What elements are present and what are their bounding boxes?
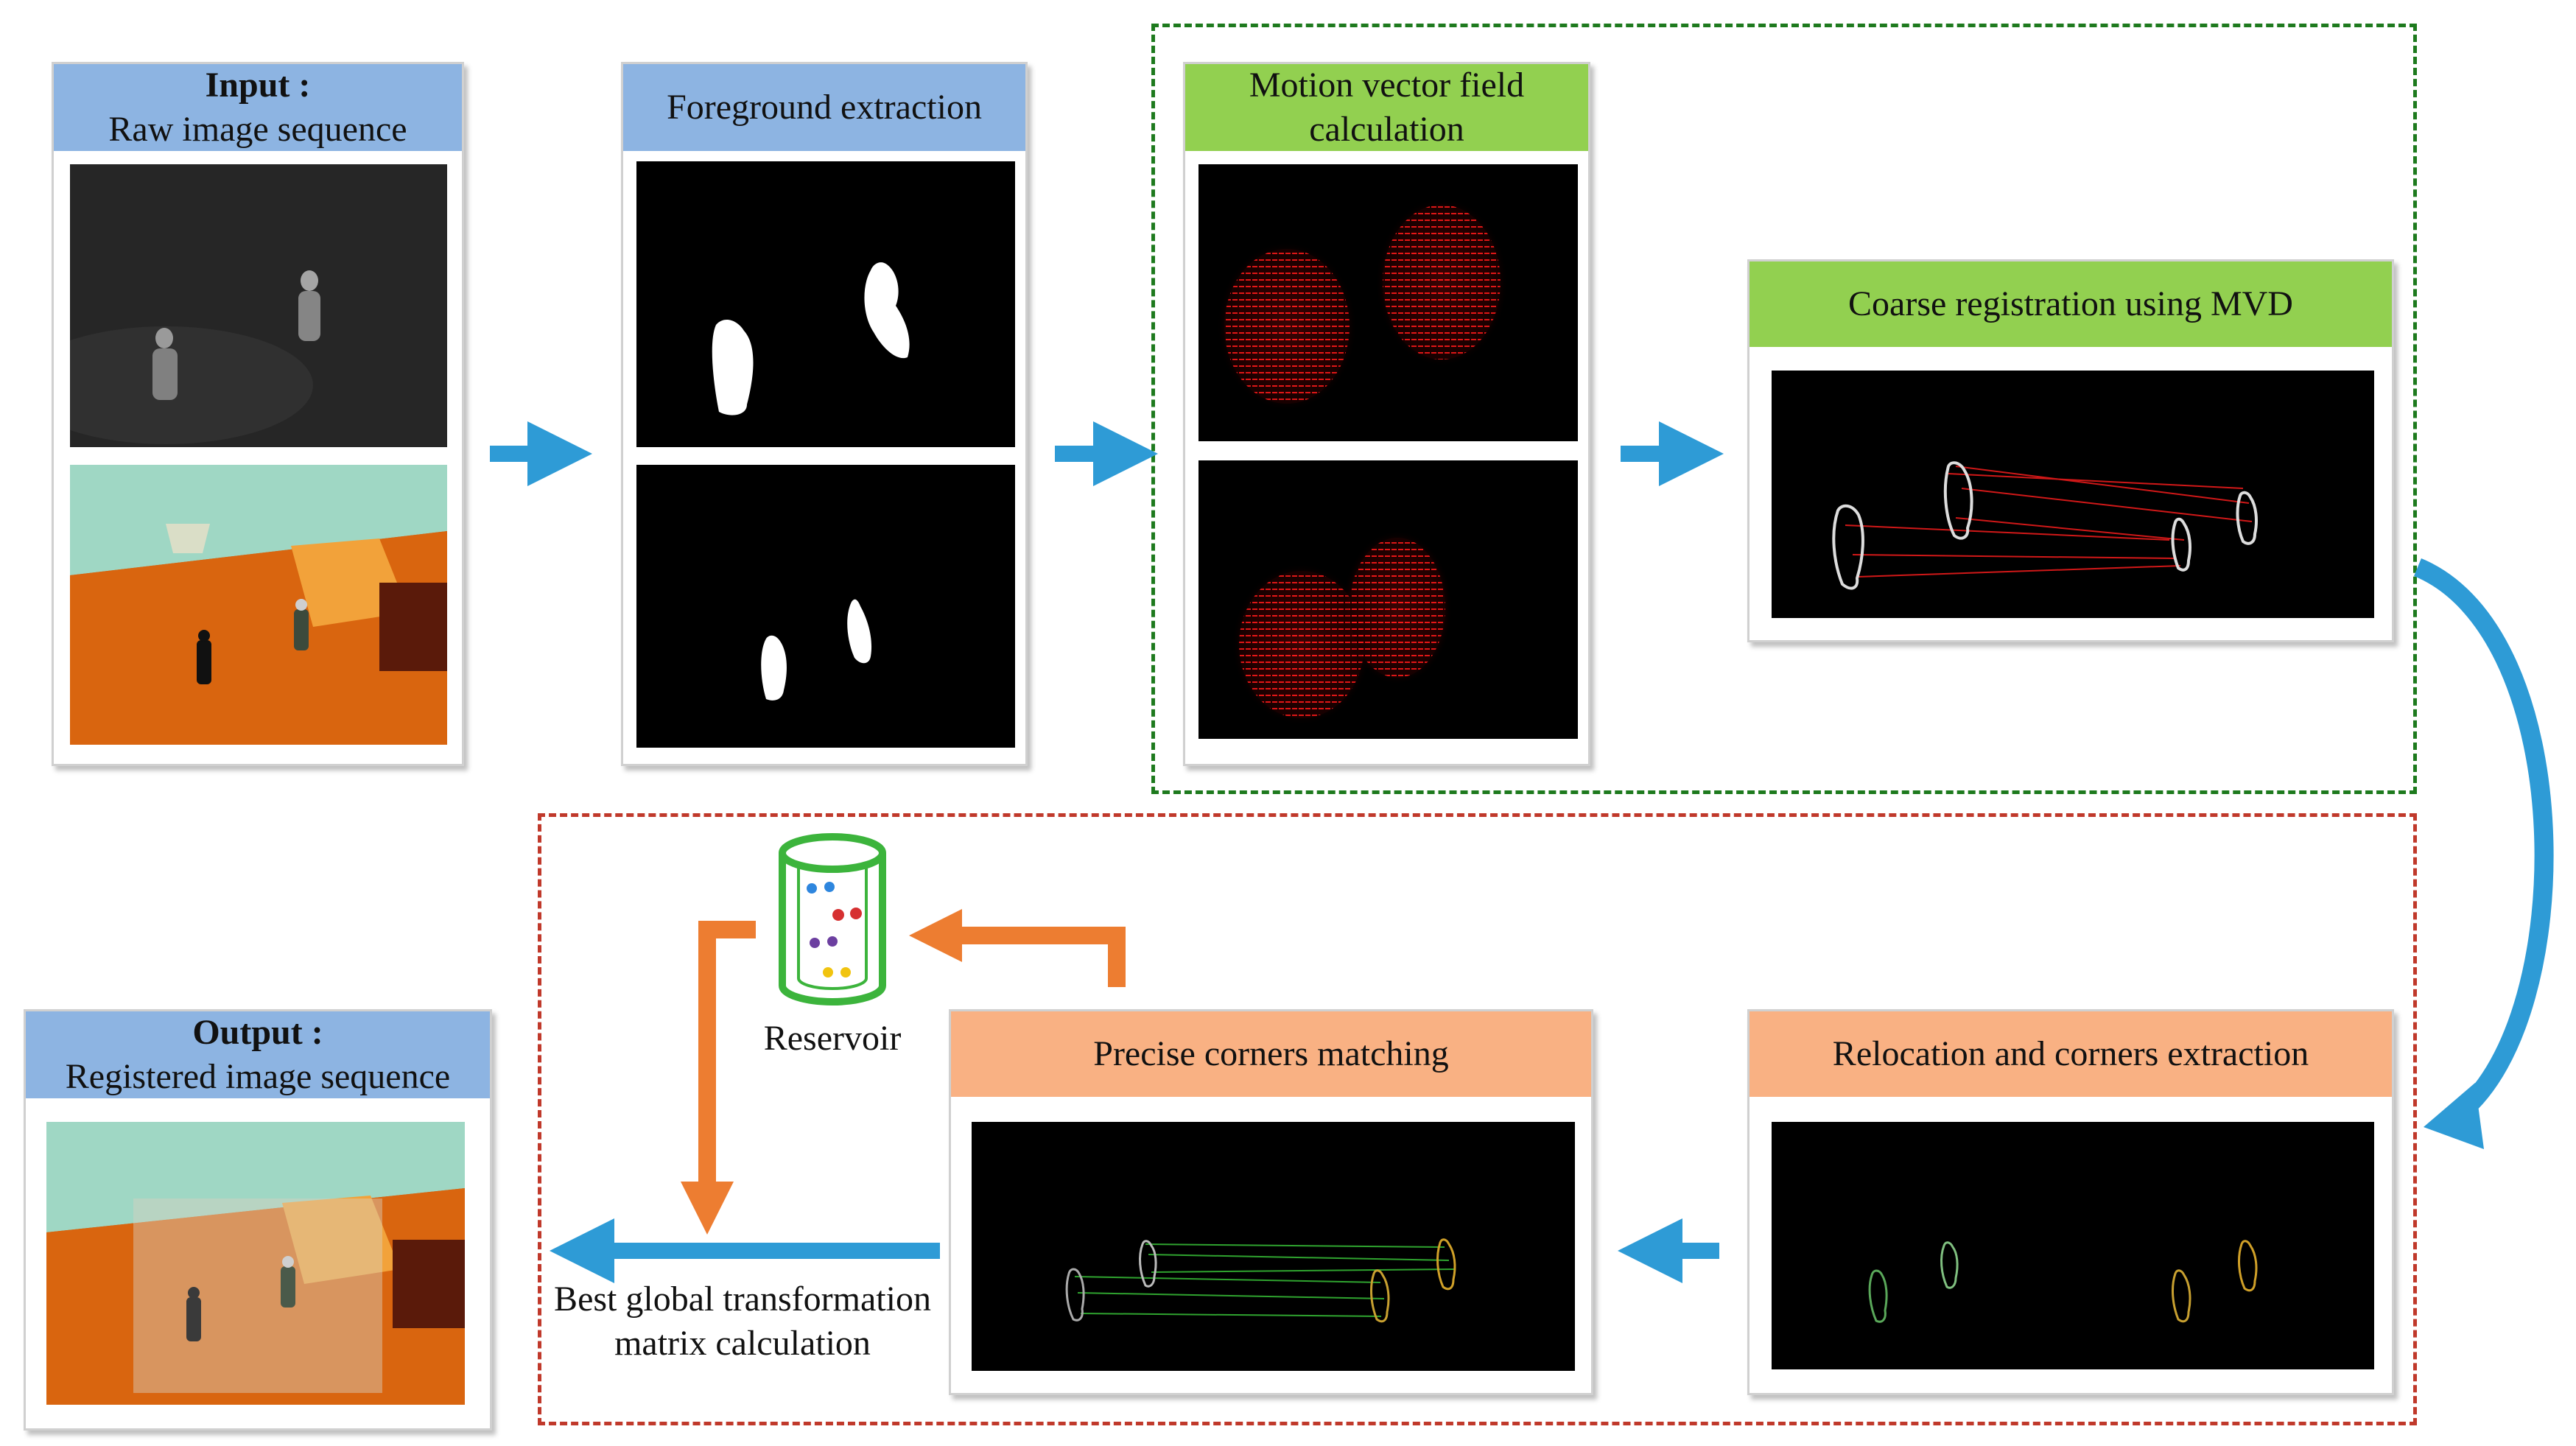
precise-header: Precise corners matching <box>951 1011 1591 1097</box>
input-title: Input : <box>205 66 311 105</box>
best-transform-line2: matrix calculation <box>614 1324 871 1363</box>
motion-stage-region <box>1151 24 2417 794</box>
relocation-header: Relocation and corners extraction <box>1749 1011 2392 1097</box>
registered-output-image <box>46 1122 465 1405</box>
relocation-panel: Relocation and corners extraction <box>1747 1009 2394 1395</box>
motion-field-top <box>1198 164 1578 441</box>
input-panel: Input : Raw image sequence <box>52 62 464 766</box>
reservoir-label: Reservoir <box>763 1019 902 1058</box>
foreground-title: Foreground extraction <box>667 88 982 127</box>
coarse-header: Coarse registration using MVD <box>1749 262 2392 347</box>
foreground-header: Foreground extraction <box>623 64 1025 151</box>
precise-panel: Precise corners matching <box>949 1009 1593 1395</box>
orange-arrow-precise-to-reservoir <box>909 909 1126 987</box>
output-panel: Output : Registered image sequence <box>24 1009 492 1431</box>
motion-header: Motion vector field calculation <box>1185 64 1588 151</box>
foreground-mask-bottom <box>636 465 1015 748</box>
input-subtitle: Raw image sequence <box>108 110 407 149</box>
curved-arrow-coarse-to-relocation <box>2413 558 2554 1149</box>
relocation-image <box>1772 1122 2374 1369</box>
output-title: Output : <box>192 1013 323 1052</box>
matching-stage-region <box>538 813 2417 1425</box>
visible-frame-image <box>70 465 447 745</box>
motion-field-bottom <box>1198 460 1578 739</box>
orange-arrow-reservoir-to-transform <box>681 921 756 1235</box>
foreground-mask-top <box>636 161 1015 447</box>
motion-title: Motion vector field calculation <box>1249 66 1525 149</box>
reservoir-icon <box>773 831 891 1008</box>
coarse-title: Coarse registration using MVD <box>1848 284 2293 323</box>
output-header: Output : Registered image sequence <box>26 1011 490 1098</box>
motion-panel: Motion vector field calculation <box>1183 62 1590 766</box>
output-subtitle: Registered image sequence <box>65 1057 451 1096</box>
infrared-frame-image <box>70 164 447 447</box>
precise-title: Precise corners matching <box>1093 1034 1449 1073</box>
best-transform-line1: Best global transformation <box>554 1280 931 1319</box>
foreground-panel: Foreground extraction <box>621 62 1028 766</box>
input-header: Input : Raw image sequence <box>54 64 462 151</box>
coarse-panel: Coarse registration using MVD <box>1747 259 2394 642</box>
relocation-title: Relocation and corners extraction <box>1832 1034 2309 1073</box>
best-transform-label: Best global transformation matrix calcul… <box>536 1277 949 1366</box>
precise-matching-image <box>972 1122 1575 1371</box>
coarse-registration-image <box>1772 371 2374 618</box>
